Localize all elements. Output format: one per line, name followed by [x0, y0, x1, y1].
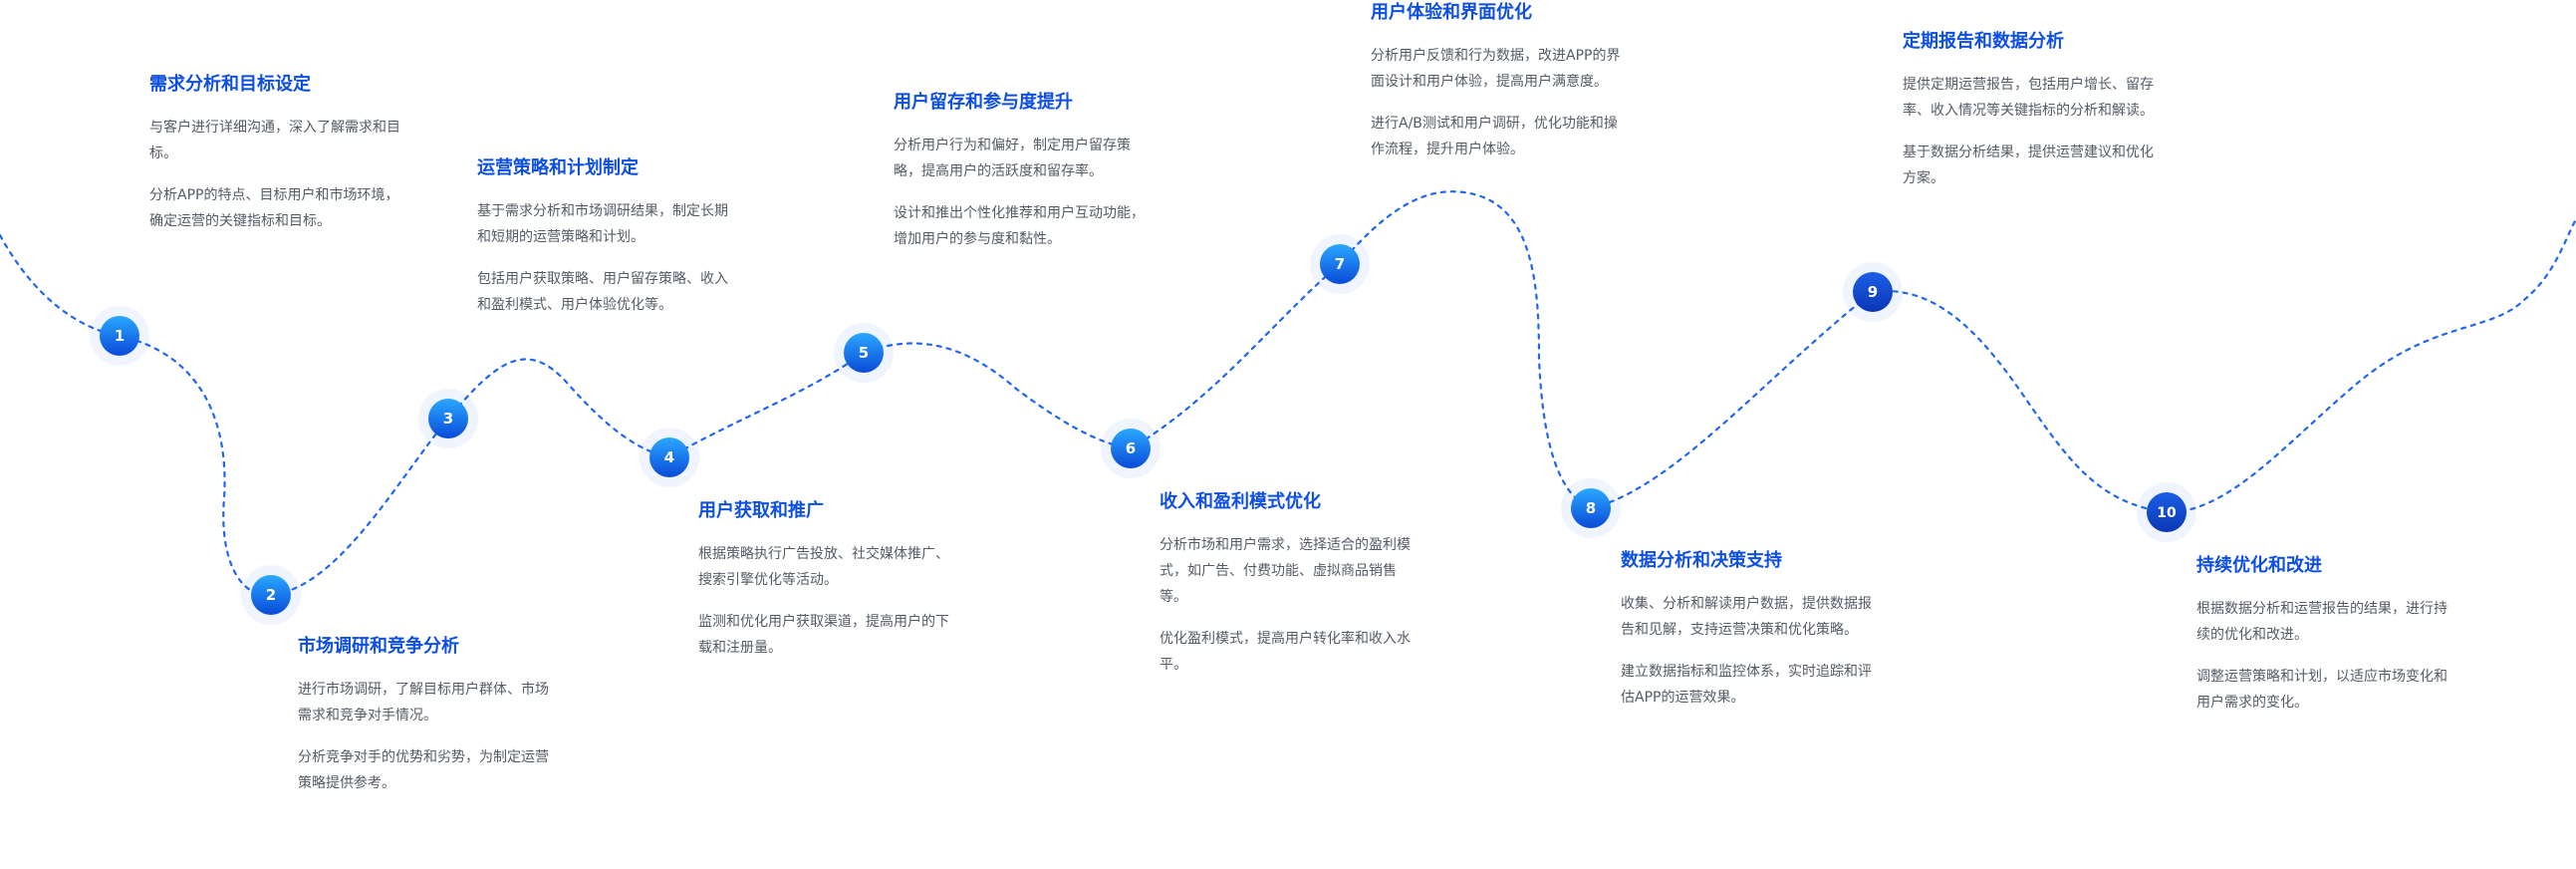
step-10: 持续优化和改进 根据数据分析和运营报告的结果，进行持续的优化和改进。 调整运营策…	[2196, 553, 2450, 716]
step-8-desc-1: 收集、分析和解读用户数据，提供数据报告和见解，支持运营决策和优化策略。	[1621, 596, 1872, 638]
step-2-node: 2	[241, 565, 301, 625]
step-5-node: 5	[834, 323, 894, 383]
step-5-number: 5	[859, 344, 869, 362]
step-3-node: 3	[418, 389, 478, 448]
step-3-title: 运营策略和计划制定	[477, 157, 639, 178]
step-2: 市场调研和竞争分析 进行市场调研，了解目标用户群体、市场需求和竞争对手情况。 分…	[298, 634, 552, 796]
step-10-title: 持续优化和改进	[2196, 555, 2322, 576]
step-7-desc-2: 进行A/B测试和用户调研，优化功能和操作流程，提升用户体验。	[1371, 116, 1618, 157]
step-2-number: 2	[266, 586, 276, 604]
step-6: 收入和盈利模式优化 分析市场和用户需求，选择适合的盈利模式，如广告、付费功能、虚…	[1159, 489, 1414, 678]
step-4-title: 用户获取和推广	[698, 500, 824, 521]
step-7-node: 7	[1310, 234, 1370, 294]
step-2-desc-1: 进行市场调研，了解目标用户群体、市场需求和竞争对手情况。	[298, 682, 549, 724]
step-5-title: 用户留存和参与度提升	[894, 92, 1073, 113]
step-1-desc-1: 与客户进行详细沟通，深入了解需求和目标。	[149, 120, 400, 161]
step-1-title: 需求分析和目标设定	[149, 74, 311, 95]
step-9-node: 9	[1843, 262, 1903, 322]
step-5: 用户留存和参与度提升 分析用户行为和偏好，制定用户留存策略，提高用户的活跃度和留…	[894, 90, 1148, 252]
step-6-node: 6	[1101, 419, 1160, 478]
step-2-title: 市场调研和竞争分析	[298, 636, 459, 657]
step-8-title: 数据分析和决策支持	[1621, 550, 1782, 571]
step-4-node: 4	[640, 428, 699, 487]
step-3-desc-2: 包括用户获取策略、用户留存策略、收入和盈利模式、用户体验优化等。	[477, 271, 728, 313]
step-3-number: 3	[443, 410, 453, 428]
step-6-number: 6	[1126, 439, 1136, 457]
step-1-number: 1	[115, 327, 125, 345]
step-1-node: 1	[90, 306, 149, 366]
step-3-desc-1: 基于需求分析和市场调研结果，制定长期和短期的运营策略和计划。	[477, 203, 728, 245]
step-9-title: 定期报告和数据分析	[1903, 31, 2064, 52]
step-9-desc-1: 提供定期运营报告，包括用户增长、留存率、收入情况等关键指标的分析和解读。	[1903, 77, 2154, 119]
step-7-title: 用户体验和界面优化	[1371, 2, 1532, 23]
step-9-number: 9	[1868, 283, 1878, 301]
step-7-number: 7	[1335, 255, 1345, 273]
step-4-desc-2: 监测和优化用户获取渠道，提高用户的下载和注册量。	[698, 614, 949, 656]
step-2-desc-2: 分析竞争对手的优势和劣势，为制定运营策略提供参考。	[298, 749, 549, 791]
step-5-desc-1: 分析用户行为和偏好，制定用户留存策略，提高用户的活跃度和留存率。	[894, 138, 1131, 179]
timeline-curve	[0, 190, 2576, 597]
step-1: 需求分析和目标设定 与客户进行详细沟通，深入了解需求和目标。 分析APP的特点、…	[149, 72, 403, 234]
step-5-desc-2: 设计和推出个性化推荐和用户互动功能，增加用户的参与度和黏性。	[894, 205, 1145, 247]
step-9: 定期报告和数据分析 提供定期运营报告，包括用户增长、留存率、收入情况等关键指标的…	[1903, 29, 2157, 191]
step-9-desc-2: 基于数据分析结果，提供运营建议和优化方案。	[1903, 145, 2154, 186]
step-4: 用户获取和推广 根据策略执行广告投放、社交媒体推广、搜索引擎优化等活动。 监测和…	[698, 498, 952, 661]
step-8-desc-2: 建立数据指标和监控体系，实时追踪和评估APP的运营效果。	[1621, 664, 1872, 706]
step-1-desc-2: 分析APP的特点、目标用户和市场环境，确定运营的关键指标和目标。	[149, 187, 399, 229]
step-6-desc-1: 分析市场和用户需求，选择适合的盈利模式，如广告、付费功能、虚拟商品销售等。	[1159, 537, 1411, 605]
step-4-desc-1: 根据策略执行广告投放、社交媒体推广、搜索引擎优化等活动。	[698, 546, 949, 588]
step-8-number: 8	[1586, 499, 1596, 517]
step-10-desc-1: 根据数据分析和运营报告的结果，进行持续的优化和改进。	[2196, 601, 2447, 643]
step-10-number: 10	[2157, 505, 2177, 521]
step-8: 数据分析和决策支持 收集、分析和解读用户数据，提供数据报告和见解，支持运营决策和…	[1621, 548, 1875, 711]
step-7-desc-1: 分析用户反馈和行为数据，改进APP的界面设计和用户体验，提高用户满意度。	[1371, 48, 1621, 90]
step-10-node: 10	[2137, 482, 2196, 542]
step-4-number: 4	[664, 448, 674, 466]
step-3: 运营策略和计划制定 基于需求分析和市场调研结果，制定长期和短期的运营策略和计划。…	[477, 155, 731, 318]
step-8-node: 8	[1561, 478, 1621, 538]
step-6-title: 收入和盈利模式优化	[1159, 491, 1321, 512]
step-10-desc-2: 调整运营策略和计划，以适应市场变化和用户需求的变化。	[2196, 669, 2447, 711]
step-6-desc-2: 优化盈利模式，提高用户转化率和收入水平。	[1159, 631, 1411, 673]
step-7: 用户体验和界面优化 分析用户反馈和行为数据，改进APP的界面设计和用户体验，提高…	[1371, 0, 1625, 162]
